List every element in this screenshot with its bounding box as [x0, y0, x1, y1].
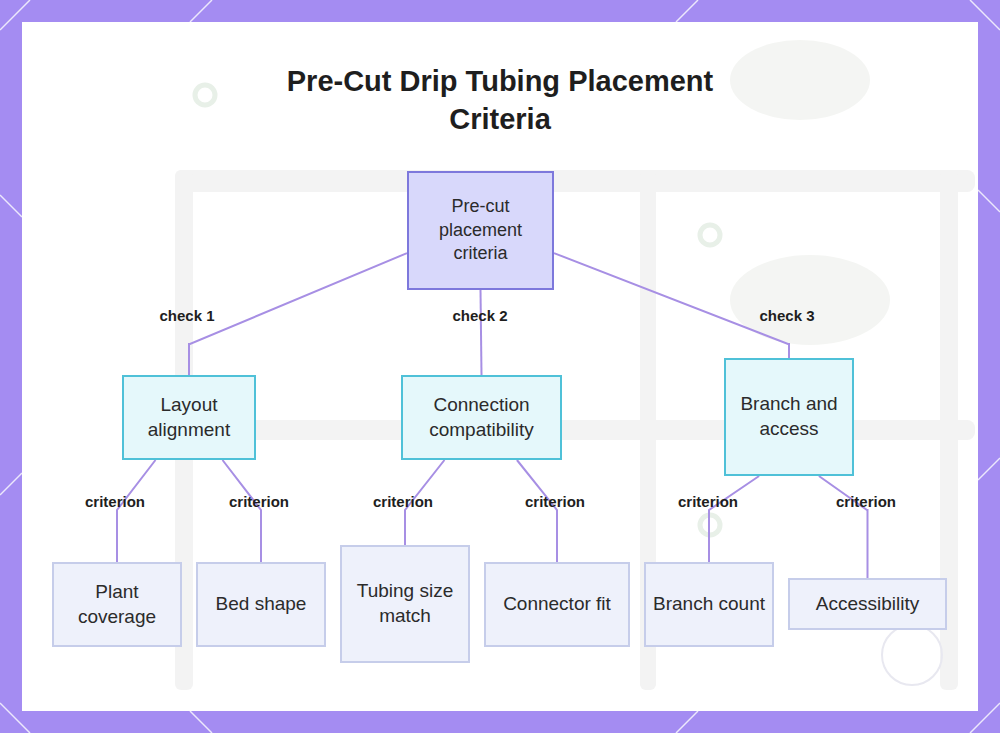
node-text: Branch and access: [732, 392, 846, 441]
connector-line: [117, 460, 156, 562]
edge-label: criterion: [836, 493, 896, 510]
connector-line: [819, 476, 868, 578]
node-text: Branch count: [653, 592, 765, 617]
node-text: Tubing size match: [348, 579, 462, 628]
edge-label: criterion: [85, 493, 145, 510]
edge-label: check 1: [159, 307, 214, 324]
edge-label: check 3: [759, 307, 814, 324]
node-text: Layout alignment: [130, 393, 248, 442]
edge-label: check 2: [452, 307, 507, 324]
node-text: Plant coverage: [60, 580, 174, 629]
edge-label: criterion: [525, 493, 585, 510]
check-box: Layout alignment: [122, 375, 256, 460]
node-text: Accessibility: [816, 592, 919, 617]
connector-line: [709, 476, 759, 562]
edge-label: criterion: [373, 493, 433, 510]
watermark-mark: [882, 625, 942, 685]
connector-line: [481, 290, 482, 375]
criterion-box: Tubing size match: [340, 545, 470, 663]
diagram-title: Pre-Cut Drip Tubing Placement Criteria: [240, 62, 760, 138]
check-box: Connection compatibility: [401, 375, 562, 460]
node-text: Connection compatibility: [409, 393, 554, 442]
criterion-box: Branch count: [644, 562, 774, 647]
panel: [22, 22, 978, 711]
criterion-box: Plant coverage: [52, 562, 182, 647]
edge-label: criterion: [678, 493, 738, 510]
node-text: Pre-cut placement criteria: [415, 195, 546, 265]
criterion-box: Accessibility: [788, 578, 947, 630]
node-text: Connector fit: [503, 592, 611, 617]
node-text: Bed shape: [216, 592, 307, 617]
faded-photo: [175, 40, 975, 690]
root-box: Pre-cut placement criteria: [407, 171, 554, 290]
edge-label: criterion: [229, 493, 289, 510]
criterion-box: Bed shape: [196, 562, 326, 647]
connector-line: [223, 460, 262, 562]
connector-line: [554, 253, 789, 358]
connector-line: [517, 460, 557, 562]
criterion-box: Connector fit: [484, 562, 630, 647]
check-box: Branch and access: [724, 358, 854, 476]
connector-line: [189, 253, 407, 375]
